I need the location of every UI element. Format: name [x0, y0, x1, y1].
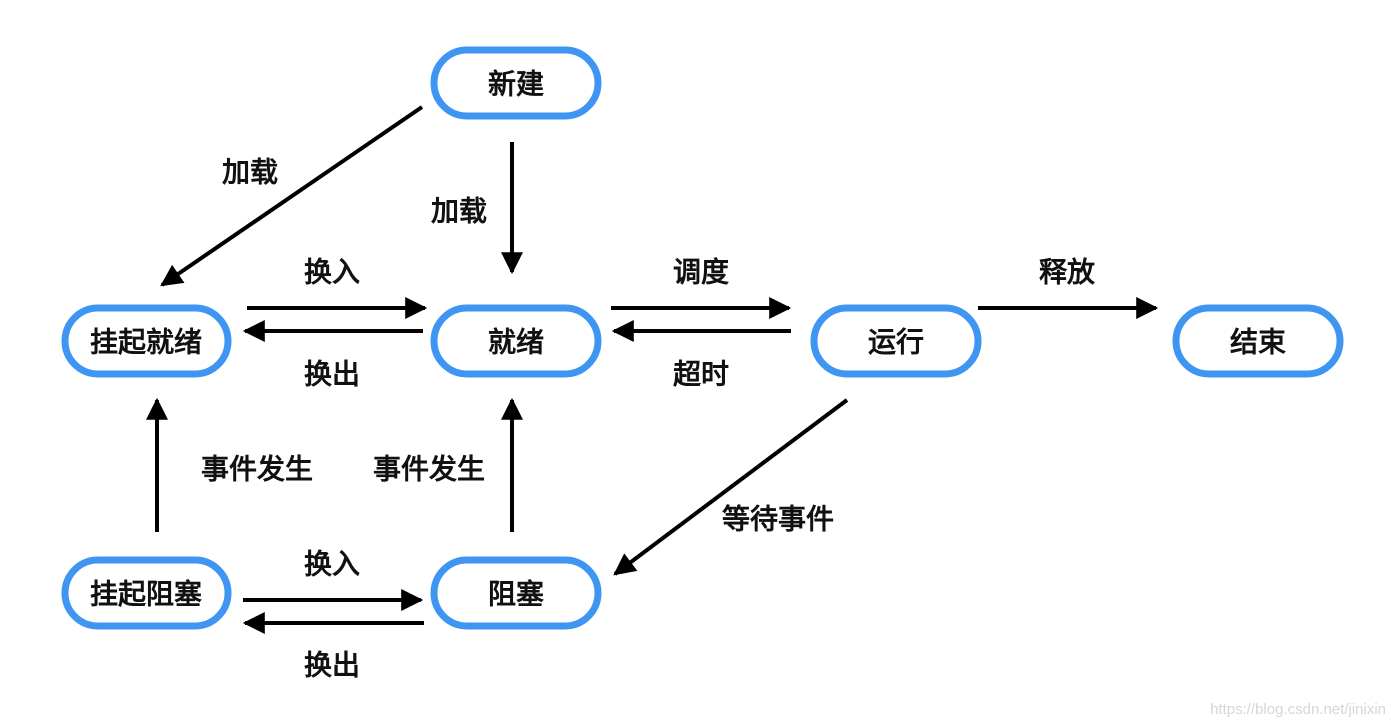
label-ready-to-running: 调度	[673, 256, 729, 289]
node-suspend-blocked-box	[61, 556, 232, 630]
node-suspend-ready-box	[61, 304, 232, 378]
label-suspend-ready-to-ready: 换入	[304, 256, 360, 289]
node-new: 新建	[430, 46, 602, 120]
node-end: 结束	[1172, 304, 1344, 378]
label-new-to-suspend-ready: 加载	[222, 156, 278, 189]
watermark: https://blog.csdn.net/jinixin	[1210, 701, 1386, 718]
label-running-to-blocked: 等待事件	[722, 503, 834, 536]
node-suspend-ready: 挂起就绪	[61, 304, 232, 378]
label-blocked-to-suspend-blocked: 换出	[304, 649, 360, 682]
arrow-running-to-blocked	[613, 398, 849, 576]
node-new-label: 新建	[488, 68, 544, 101]
node-blocked-box	[430, 556, 602, 630]
label-new-to-ready: 加载	[431, 195, 487, 228]
label-suspend-blocked-to-suspend-ready: 事件发生	[201, 453, 313, 486]
node-ready-box	[430, 304, 602, 378]
node-suspend-blocked: 挂起阻塞	[61, 556, 232, 630]
node-blocked-label: 阻塞	[488, 578, 544, 611]
node-end-box	[1172, 304, 1344, 378]
node-suspend-ready-label: 挂起就绪	[90, 326, 202, 359]
node-ready-label: 就绪	[488, 326, 544, 359]
label-running-to-end: 释放	[1039, 256, 1096, 289]
node-running-box	[810, 304, 982, 378]
node-new-box	[430, 46, 602, 120]
node-blocked: 阻塞	[430, 556, 602, 630]
node-ready: 就绪	[430, 304, 602, 378]
arrow-new-to-suspend-ready	[160, 105, 424, 287]
node-running: 运行	[810, 304, 982, 378]
label-running-to-ready: 超时	[673, 358, 729, 391]
node-end-label: 结束	[1230, 326, 1286, 359]
label-suspend-blocked-to-blocked: 换入	[304, 548, 360, 581]
label-ready-to-suspend-ready: 换出	[304, 358, 360, 391]
node-running-label: 运行	[868, 326, 924, 359]
label-blocked-to-ready: 事件发生	[373, 453, 485, 486]
node-suspend-blocked-label: 挂起阻塞	[90, 578, 202, 611]
